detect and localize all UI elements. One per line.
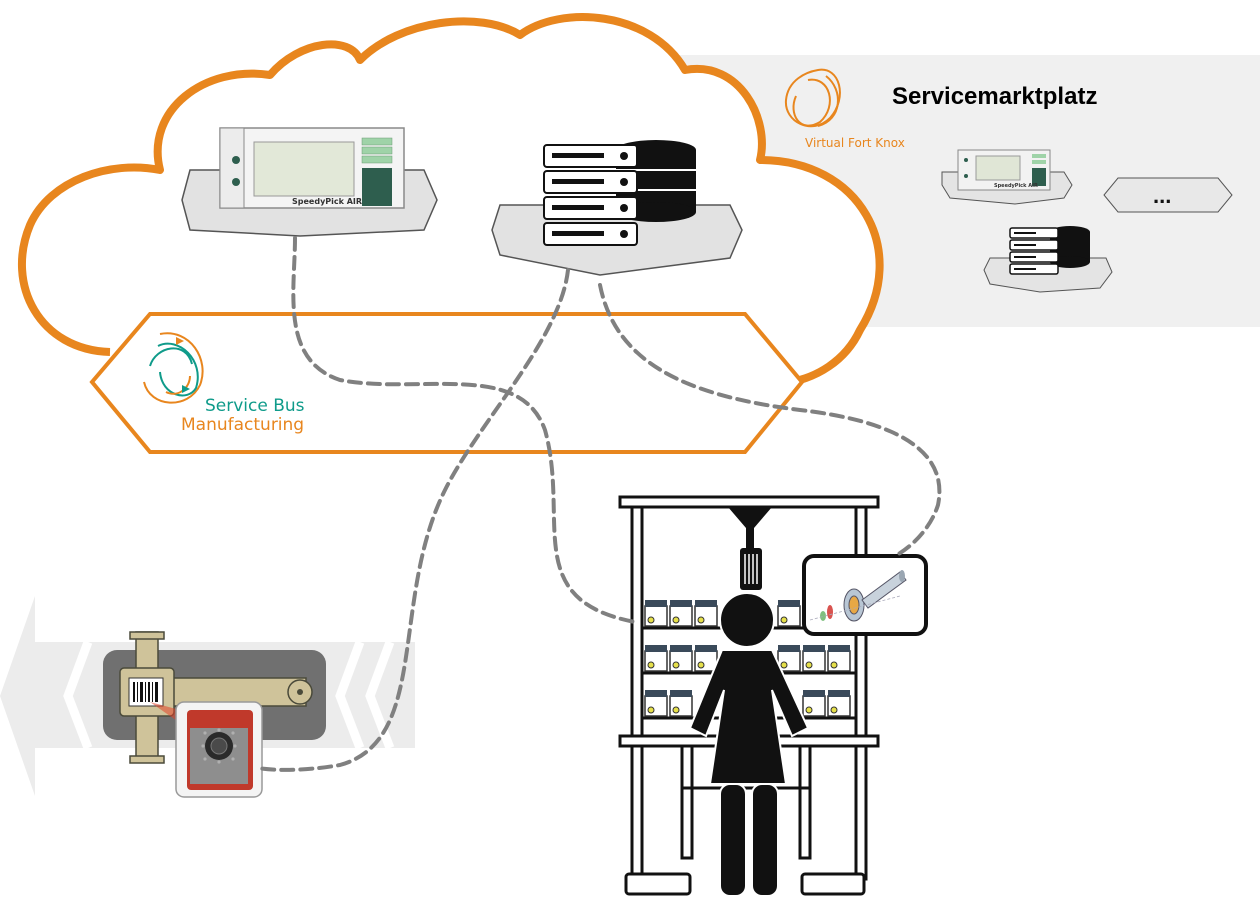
marketplace-server-icon	[983, 226, 1113, 293]
virtual-fort-knox-logo	[784, 68, 841, 128]
more-services-label: ...	[1153, 183, 1171, 208]
assembly-instruction-monitor	[802, 554, 928, 636]
connector-speedypick-to-workstation	[291, 236, 637, 624]
virtual-fort-knox-label: Virtual Fort Knox	[805, 136, 905, 150]
worker-figure	[688, 592, 810, 897]
marketplace-speedypick-icon: SpeedyPick AIR	[941, 149, 1073, 205]
barcode-icon	[133, 682, 158, 702]
barcode-scanner	[175, 701, 263, 798]
connector-server-to-scanner	[256, 268, 570, 772]
workpiece-carrier	[103, 631, 326, 764]
dashed-connectors	[256, 236, 942, 772]
service-bus-logo	[143, 332, 204, 404]
cloud-server-database	[491, 140, 743, 276]
pick-light-sensor	[728, 507, 772, 590]
cloud-speedypick-label: SpeedyPick AIR	[292, 197, 362, 206]
marketplace-more-services: ...	[1103, 177, 1233, 213]
cloud-speedypick-device: SpeedyPick AIR	[181, 127, 438, 237]
cloud-shape	[18, 13, 884, 386]
service-bus-label-line1: Service Bus	[205, 396, 305, 416]
connector-server-to-monitor	[598, 283, 942, 558]
marketplace-title: Servicemarktplatz	[892, 83, 1097, 110]
parts-bins	[644, 600, 851, 717]
service-bus-label-line2: Manufacturing	[181, 415, 304, 435]
marketplace-speedypick-label: SpeedyPick AIR	[994, 183, 1038, 189]
